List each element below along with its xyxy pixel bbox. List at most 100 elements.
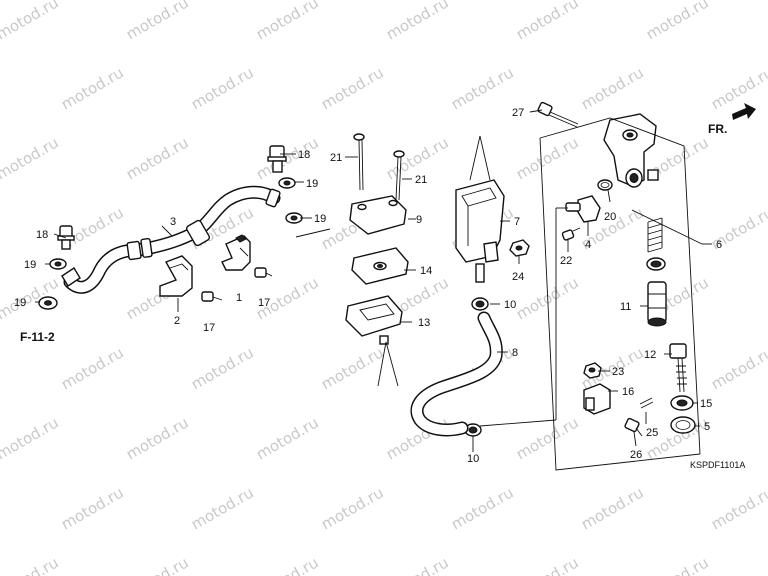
watermark-text: motod.ru — [123, 0, 192, 43]
callout-19c: 19 — [306, 178, 318, 190]
reservoir-hose-8 — [410, 311, 503, 437]
watermark-text: motod.ru — [188, 63, 257, 113]
screw-21-b — [393, 150, 405, 201]
watermark-text: motod.ru — [318, 63, 387, 113]
brake-hose-3 — [61, 185, 281, 294]
watermark-text: motod.ru — [0, 553, 62, 576]
watermark-text: motod.ru — [708, 63, 768, 113]
callout-24: 24 — [512, 271, 524, 283]
watermark-text: motod.ru — [513, 133, 582, 183]
callout-3: 3 — [170, 216, 176, 228]
callout-25: 25 — [646, 427, 658, 439]
callout-27: 27 — [512, 107, 524, 119]
callout-7: 7 — [514, 216, 520, 228]
clevis-16 — [583, 383, 611, 415]
bolt-27 — [537, 101, 579, 128]
callout-12: 12 — [644, 349, 656, 361]
reservoir-7 — [455, 179, 505, 283]
watermark-text: motod.ru — [578, 63, 647, 113]
watermark-text: motod.ru — [0, 0, 62, 43]
watermark-text: motod.ru — [578, 483, 647, 533]
screw-21-a — [353, 133, 365, 191]
nut-24 — [509, 239, 530, 257]
watermark-text: motod.ru — [643, 0, 712, 43]
callout-4: 4 — [585, 239, 591, 251]
sealing-washer-19-a — [49, 258, 67, 270]
callout-20: 20 — [604, 211, 616, 223]
callout-17b: 17 — [258, 297, 270, 309]
o-ring-20 — [597, 179, 613, 191]
callout-18b: 18 — [298, 149, 310, 161]
callout-8: 8 — [512, 347, 518, 359]
callout-21a: 21 — [330, 152, 342, 164]
watermark-text: motod.ru — [448, 63, 517, 113]
callout-5: 5 — [704, 421, 710, 433]
sealing-washer-19-c — [278, 177, 296, 189]
pin-26 — [624, 417, 643, 437]
watermark-text: motod.ru — [318, 483, 387, 533]
watermark-text: motod.ru — [123, 413, 192, 463]
watermark-text: motod.ru — [253, 0, 322, 43]
callout-26: 26 — [630, 449, 642, 461]
watermark-text: motod.ru — [188, 343, 257, 393]
watermark-text: motod.ru — [58, 343, 127, 393]
reference-label: F-11-2 — [20, 330, 55, 344]
watermark-text: motod.ru — [253, 553, 322, 576]
watermark-text: motod.ru — [123, 133, 192, 183]
diagram-code: KSPDF1101A — [690, 460, 745, 470]
watermark-text: motod.ru — [253, 133, 322, 183]
callout-19a: 19 — [24, 259, 36, 271]
master-cylinder-body — [603, 113, 659, 188]
watermark-text: motod.ru — [123, 553, 192, 576]
plate-14 — [351, 247, 409, 285]
watermark-text: motod.ru — [188, 483, 257, 533]
callout-10b: 10 — [467, 453, 479, 465]
sealing-washer-19-b — [38, 296, 58, 310]
connector-4 — [565, 195, 601, 223]
watermark-text: motod.ru — [448, 483, 517, 533]
spring-part — [647, 217, 663, 253]
clamp-1 — [221, 234, 251, 271]
front-direction-arrow: FR. — [708, 103, 756, 136]
callout-19b: 19 — [14, 297, 26, 309]
hose-clip-10-a — [471, 297, 489, 311]
callout-15: 15 — [700, 398, 712, 410]
callout-13: 13 — [418, 317, 430, 329]
watermark-text: motod.ru — [318, 343, 387, 393]
watermark-text: motod.ru — [513, 0, 582, 43]
callout-16: 16 — [622, 386, 634, 398]
watermark-text: motod.ru — [253, 413, 322, 463]
reservoir-cap-9 — [349, 195, 407, 235]
callout-2: 2 — [174, 315, 180, 327]
watermark-text: motod.ru — [708, 483, 768, 533]
watermark-text: motod.ru — [383, 553, 452, 576]
direction-label: FR. — [708, 122, 727, 136]
banjo-bolt-18-b — [267, 145, 287, 173]
boot-15 — [670, 395, 694, 411]
bolt-17-a — [201, 291, 223, 302]
watermark-text: motod.ru — [58, 63, 127, 113]
callout-6: 6 — [716, 239, 722, 251]
clamp-2 — [159, 255, 193, 297]
sealing-washer-19-d — [285, 212, 303, 224]
callout-22: 22 — [560, 255, 572, 267]
piston-kit-11 — [646, 257, 667, 327]
callout-21b: 21 — [415, 174, 427, 186]
watermark-text: motod.ru — [643, 553, 712, 576]
watermark-text: motod.ru — [58, 483, 127, 533]
diaphragm-13 — [345, 295, 403, 345]
watermark-text: motod.ru — [708, 343, 768, 393]
watermark-text: motod.ru — [383, 0, 452, 43]
bolt-17-b — [254, 267, 273, 278]
watermark-text: motod.ru — [0, 133, 62, 183]
callout-18a: 18 — [36, 229, 48, 241]
callout-23: 23 — [612, 366, 624, 378]
callout-19d: 19 — [314, 213, 326, 225]
snap-ring-5 — [670, 416, 696, 434]
pushrod-12 — [669, 343, 687, 393]
callout-14: 14 — [420, 265, 432, 277]
callout-11: 11 — [620, 301, 631, 313]
watermark-text: motod.ru — [513, 553, 582, 576]
nut-23 — [583, 362, 602, 379]
